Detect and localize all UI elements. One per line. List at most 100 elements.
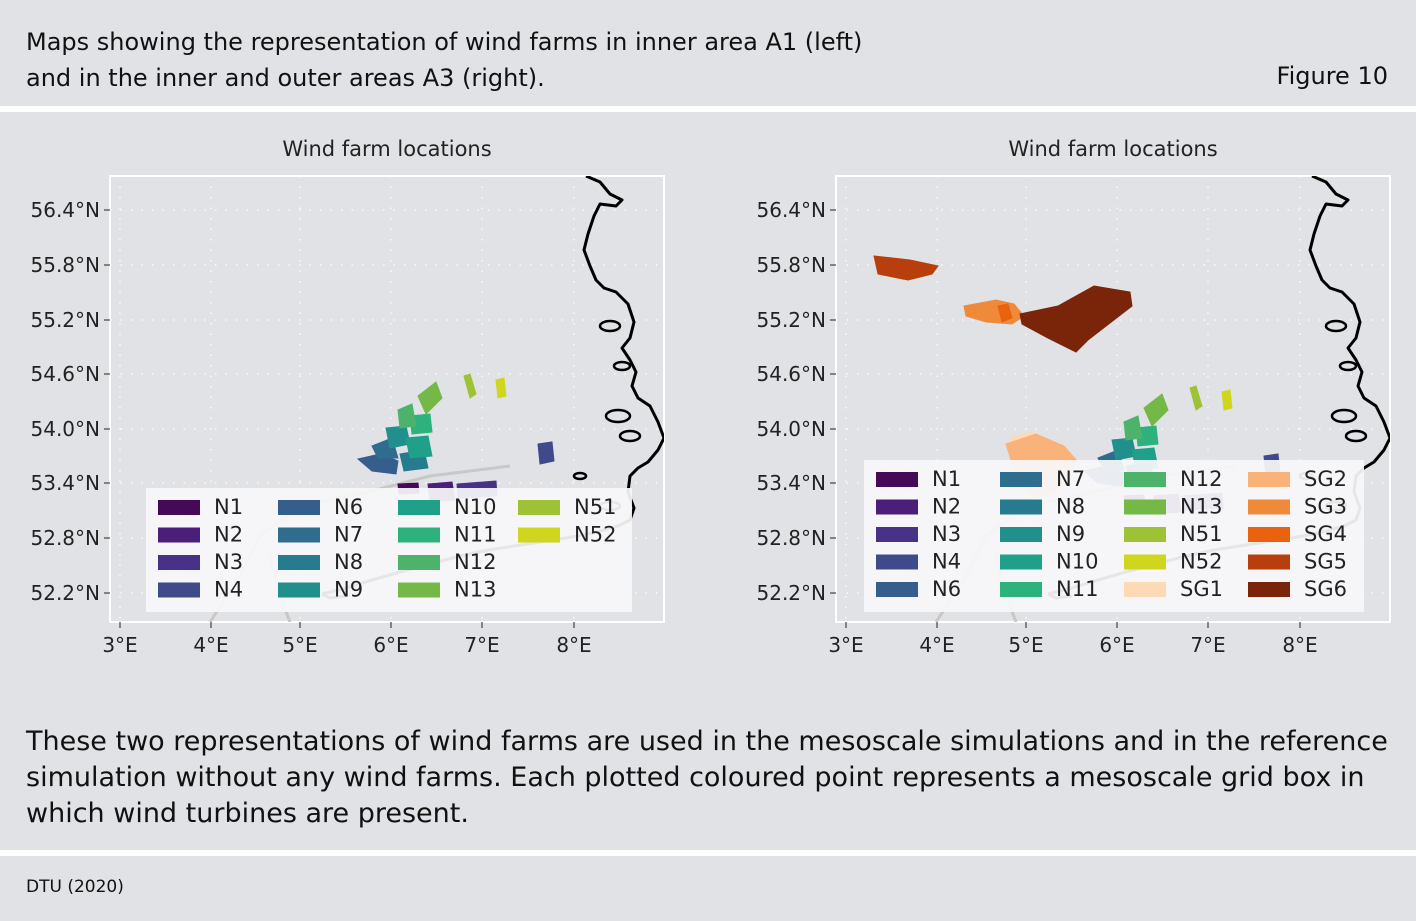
island-outline: [1338, 360, 1358, 372]
map-right: Wind farm locationsN1N2N3N4N6N7N8N9N10N1…: [757, 137, 1391, 657]
wind-farm-sg5: [873, 255, 939, 281]
legend-swatch: [398, 500, 440, 515]
legend-swatch: [1248, 554, 1290, 570]
legend-swatch: [158, 527, 200, 543]
legend-item-n11: N11: [1000, 577, 1098, 601]
legend-item-sg4: SG4: [1248, 522, 1347, 546]
header-divider: [0, 106, 1416, 112]
legend-label: N13: [1180, 495, 1222, 519]
legend-label: N3: [932, 522, 961, 546]
wind-farm-sg4: [997, 303, 1013, 323]
legend-item-n8: N8: [1000, 495, 1085, 519]
island-outline: [618, 429, 642, 443]
figure-title: Maps showing the representation of wind …: [26, 24, 1026, 96]
legend-swatch: [876, 472, 918, 487]
wind-farm-sg6: [1019, 285, 1133, 353]
lon-tick-label: 6°E: [1099, 633, 1134, 657]
legend-swatch: [1124, 499, 1166, 515]
legend-swatch: [158, 555, 200, 570]
legend-label: SG6: [1304, 577, 1347, 601]
wind-farm-n13: [1143, 393, 1169, 427]
legend-item-n51: N51: [1124, 522, 1222, 546]
lon-tick-label: 8°E: [1282, 633, 1317, 657]
legend-item-sg5: SG5: [1248, 550, 1347, 574]
legend-item-n7: N7: [1000, 467, 1085, 491]
figure-header: Maps showing the representation of wind …: [0, 0, 1416, 106]
legend-swatch: [278, 500, 320, 515]
legend-label: N8: [1056, 495, 1085, 519]
legend-label: N9: [1056, 522, 1085, 546]
legend-swatch: [1248, 582, 1290, 597]
lon-tick-label: 4°E: [919, 633, 954, 657]
legend-item-n6: N6: [876, 577, 961, 601]
wind-farm-n52: [495, 377, 507, 399]
island-outline: [598, 319, 622, 333]
legend-swatch: [876, 582, 918, 597]
wind-farm-n51: [463, 373, 477, 399]
lon-tick-label: 5°E: [1008, 633, 1043, 657]
legend-swatch: [1000, 554, 1042, 570]
lat-tick-label: 53.4°N: [31, 471, 101, 495]
wind-farm-n13: [417, 381, 443, 415]
legend-label: N10: [454, 495, 496, 519]
lat-tick-label: 55.8°N: [31, 253, 101, 277]
legend-swatch: [518, 527, 560, 543]
legend-label: SG3: [1304, 495, 1347, 519]
legend-label: N2: [214, 523, 243, 547]
legend-label: N10: [1056, 550, 1098, 574]
legend-item-n4: N4: [158, 578, 243, 602]
legend-item-sg1: SG1: [1124, 577, 1223, 601]
legend-label: N12: [454, 550, 496, 574]
legend-swatch: [1124, 472, 1166, 487]
wind-farm-n12: [397, 403, 417, 429]
legend-swatch: [876, 527, 918, 542]
legend-swatch: [876, 499, 918, 515]
legend-label: N9: [334, 578, 363, 602]
legend-swatch: [158, 582, 200, 598]
wind-farm-n9: [385, 425, 411, 449]
lat-tick-label: 53.4°N: [757, 471, 827, 495]
lon-tick-label: 3°E: [102, 633, 137, 657]
wind-farm-n10: [405, 435, 433, 459]
lon-tick-label: 3°E: [828, 633, 863, 657]
legend-swatch: [1000, 499, 1042, 515]
legend-label: SG5: [1304, 550, 1347, 574]
legend-label: N11: [454, 523, 496, 547]
legend-swatch: [278, 555, 320, 570]
lon-tick-label: 8°E: [556, 633, 591, 657]
legend-item-n2: N2: [876, 495, 961, 519]
legend-swatch: [1248, 499, 1290, 515]
legend-label: N4: [932, 550, 961, 574]
figure-title-line-2: and in the inner and outer areas A3 (rig…: [26, 64, 545, 92]
lat-tick-label: 55.2°N: [31, 308, 101, 332]
legend-label: N1: [214, 495, 243, 519]
legend-swatch: [278, 582, 320, 598]
legend-label: N13: [454, 578, 496, 602]
legend-item-n6: N6: [278, 495, 363, 519]
legend-swatch: [518, 500, 560, 515]
legend-item-n10: N10: [398, 495, 496, 519]
legend-item-n9: N9: [1000, 522, 1085, 546]
legend-label: SG2: [1304, 467, 1347, 491]
lat-tick-label: 55.2°N: [757, 308, 827, 332]
figure-title-line-1: Maps showing the representation of wind …: [26, 28, 863, 56]
wind-farm-maps: Wind farm locationsN1N2N3N4N6N7N8N9N10N1…: [31, 137, 1391, 657]
figure-number: Figure 10: [1276, 62, 1388, 90]
lat-tick-label: 54.6°N: [757, 362, 827, 386]
footer-divider: [0, 850, 1416, 856]
map-legend: N1N2N3N4N6N7N8N9N10N11N12N13N51N52SG1SG2…: [864, 460, 1364, 612]
wind-farm-n52: [1221, 389, 1233, 411]
legend-swatch: [398, 555, 440, 570]
lon-tick-label: 6°E: [373, 633, 408, 657]
legend-item-n1: N1: [158, 495, 243, 519]
island-outline: [1330, 408, 1358, 424]
lat-tick-label: 54.6°N: [31, 362, 101, 386]
legend-item-sg6: SG6: [1248, 577, 1347, 601]
legend-item-n11: N11: [398, 523, 496, 547]
island-outline: [604, 408, 632, 424]
legend-item-n12: N12: [398, 550, 496, 574]
legend-swatch: [1248, 472, 1290, 487]
lon-tick-label: 7°E: [464, 633, 499, 657]
wind-farm-n9: [1111, 437, 1137, 461]
legend-item-n10: N10: [1000, 550, 1098, 574]
